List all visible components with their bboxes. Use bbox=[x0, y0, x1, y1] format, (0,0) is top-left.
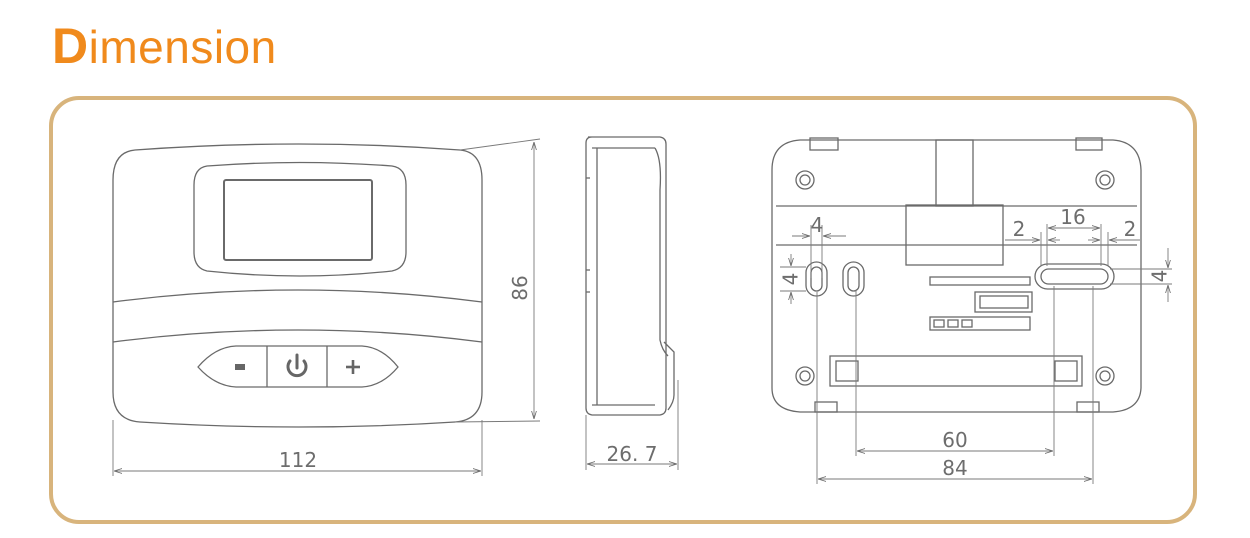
button-strip bbox=[197, 345, 399, 388]
title-rest: imension bbox=[88, 21, 277, 73]
slot-gap-left-dimension: 2 bbox=[1013, 217, 1026, 241]
page-title: Dimension bbox=[52, 16, 277, 77]
depth-dimension: 26. 7 bbox=[607, 442, 658, 466]
keyhole-left-1 bbox=[805, 261, 828, 297]
front-view bbox=[112, 143, 483, 428]
back-dimensions bbox=[780, 224, 1172, 484]
power-button bbox=[286, 353, 308, 378]
mount-slot-right bbox=[1034, 263, 1115, 290]
minus-button bbox=[235, 364, 245, 370]
power-icon bbox=[286, 353, 308, 378]
height-dimension: 86 bbox=[508, 275, 532, 300]
plus-button bbox=[346, 360, 360, 374]
side-view bbox=[585, 136, 675, 416]
slot-width-dimension: 16 bbox=[1060, 205, 1085, 229]
title-initial: D bbox=[52, 18, 89, 74]
front-curve-2 bbox=[112, 329, 483, 343]
mount-spacing-dimension: 84 bbox=[942, 456, 967, 480]
back-housing-outline bbox=[771, 139, 1142, 413]
battery-bay bbox=[829, 355, 1083, 387]
hole-spacing-dimension: 60 bbox=[942, 428, 967, 452]
hole-width-left-dimension: 4 bbox=[811, 213, 824, 237]
slot-gap-right-dimension: 2 bbox=[1124, 217, 1137, 241]
side-dimensions bbox=[585, 380, 679, 470]
display-screen bbox=[223, 179, 373, 261]
plus-icon bbox=[346, 360, 360, 374]
slot-height-right-dimension: 4 bbox=[1148, 270, 1172, 283]
drawing-frame bbox=[49, 96, 1197, 524]
width-dimension: 112 bbox=[279, 448, 317, 472]
keyhole-left-2 bbox=[842, 261, 865, 297]
front-curve-1 bbox=[112, 289, 483, 303]
hole-height-left-dimension: 4 bbox=[779, 273, 803, 286]
front-housing-outline bbox=[112, 143, 483, 428]
back-view bbox=[771, 137, 1142, 413]
front-dimensions bbox=[112, 138, 541, 476]
front-bezel bbox=[193, 161, 407, 277]
minus-icon bbox=[235, 364, 245, 370]
center-block bbox=[905, 204, 1004, 266]
